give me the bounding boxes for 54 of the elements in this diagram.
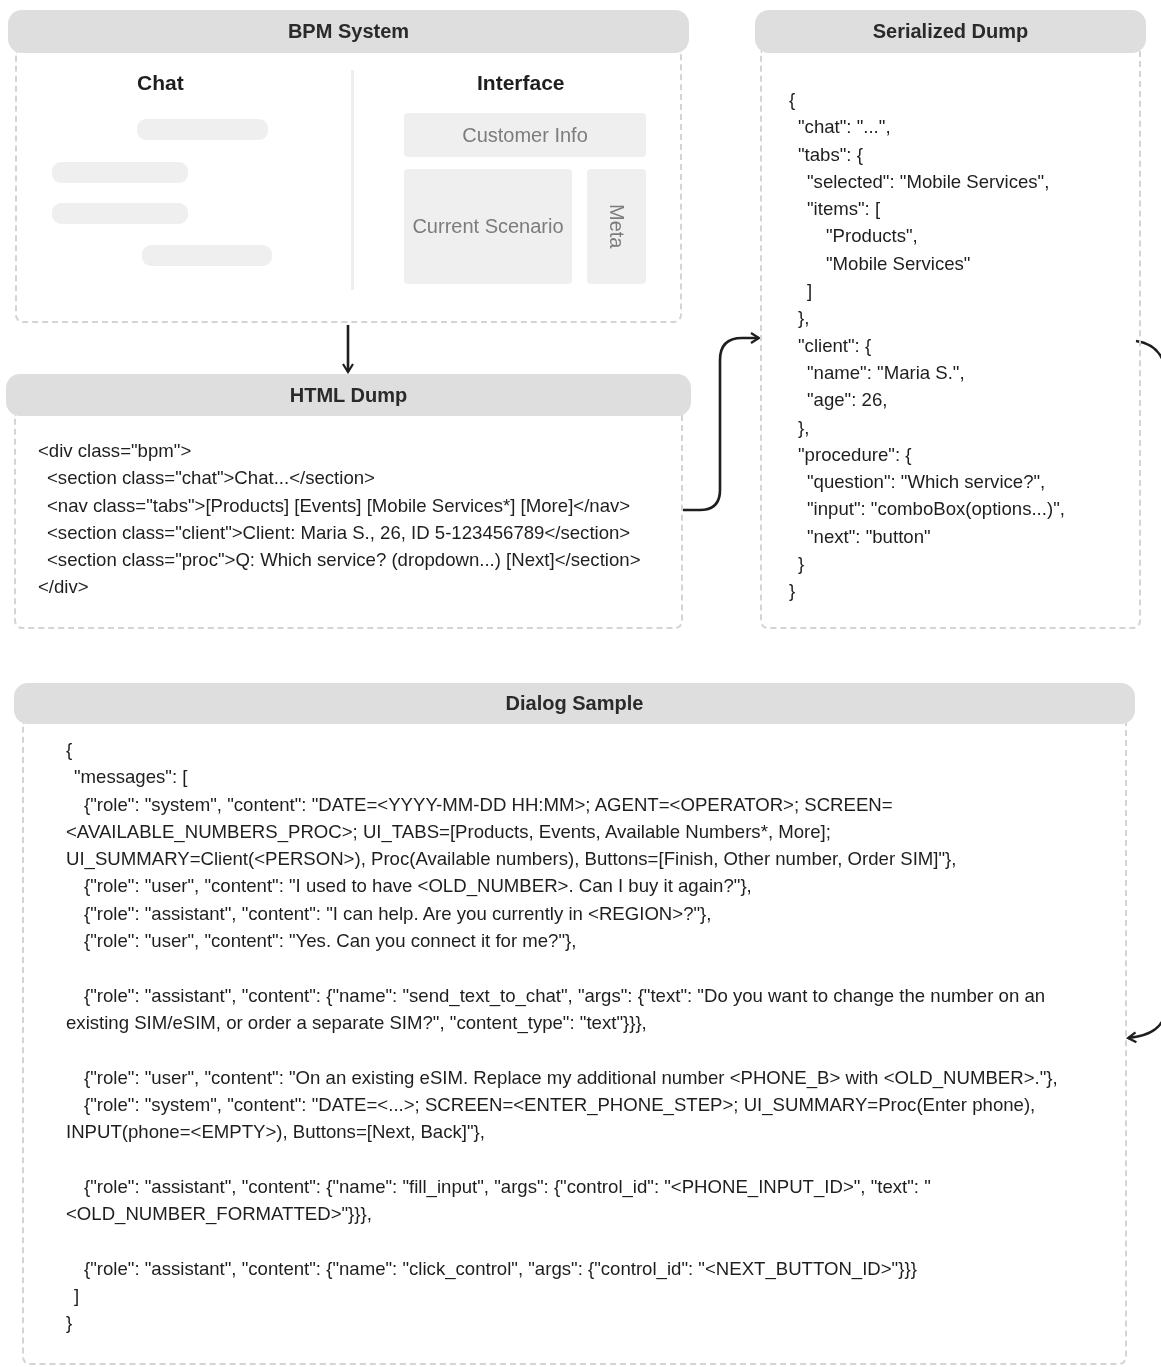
panel — [8, 10, 689, 323]
panel — [14, 683, 1135, 1365]
arrow — [683, 331, 761, 512]
code-line: <nav class="tabs">[Products] [Events] [Mobile Services*] [More]</nav> — [46, 493, 631, 518]
code-line: } — [797, 552, 805, 577]
code-line: <div class="bpm"> — [38, 439, 192, 463]
code-line: {"role": "system", "content": "DATE=<YYYY-MM-DD HH:MM>; AGENT=<OPERATOR>; SCREEN=<AVAILABLE_NUMBERS_PROC>; UI_TABS=[Products, Events, Available Numbers*, More]; UI_SUMMARY=Client(<PERSON>), Proc(Available numbers), Buttons=[Finish, Other number, Order SIM]"}, — [66, 792, 958, 872]
code-line: {"role": "user", "content": "On an existing eSIM. Replace my additional number <PHONE_B> with <OLD_NUMBER>."}, — [83, 1065, 1059, 1091]
code-line: "messages": [ — [73, 765, 189, 790]
code-line: }, — [797, 415, 810, 440]
panel-header: Dialog Sample — [14, 683, 1135, 724]
arrow — [341, 325, 355, 374]
column-heading: Interface — [477, 71, 565, 95]
column-heading: Chat — [137, 71, 184, 95]
interface-region: Customer Info — [404, 113, 646, 157]
code-line: "tabs": { — [797, 142, 863, 167]
code-line: "chat": "...", — [797, 115, 891, 140]
code-line: { — [789, 88, 796, 112]
code-line: ] — [73, 1283, 81, 1308]
code-line: <section class="client">Client: Maria S., 26, ID 5-123456789</section> — [46, 520, 631, 545]
code-line: {"role": "assistant", "content": {"name": "send_text_to_chat", "args": {"text": "Do you want to change the number on an existing SIM/eSIM, or order a separate SIM?", "content_type": "text"}}}, — [66, 983, 1047, 1036]
interface-region: Meta — [587, 169, 646, 284]
code-line: ] — [806, 279, 813, 304]
code-line: "question": "Which service?", — [806, 470, 1046, 495]
code-line: "items": [ — [806, 197, 881, 222]
code-line: {"role": "assistant", "content": "I can help. Are you currently in <REGION>?"}, — [83, 901, 713, 926]
code-line: {"role": "assistant", "content": {"name": "click_control", "args": {"control_id": "<NEXT_BUTTON_ID>"}}} — [83, 1256, 918, 1282]
interface-region: Current Scenario — [404, 169, 572, 284]
panel — [6, 374, 691, 629]
code-line: { — [66, 738, 74, 762]
code-line: <section class="proc">Q: Which service? (dropdown...) [Next]</section> — [46, 548, 641, 573]
code-line: } — [66, 1311, 74, 1336]
code-line: {"role": "user", "content": "Yes. Can you connect it for me?"}, — [83, 929, 578, 954]
code-line: {"role": "system", "content": "DATE=<...>; SCREEN=<ENTER_PHONE_STEP>; UI_SUMMARY=Proc(Enter phone), INPUT(phone=<EMPTY>), Buttons=[Next, Back]"}, — [66, 1092, 1037, 1145]
code-line: "client": { — [797, 333, 872, 358]
panel-header: Serialized Dump — [755, 10, 1146, 53]
code-line: "Products", — [825, 224, 918, 249]
code-line: "age": 26, — [806, 388, 888, 413]
panel-header: HTML Dump — [6, 374, 691, 416]
code-line: "next": "button" — [806, 524, 931, 549]
panel — [755, 10, 1146, 629]
code-line: "Mobile Services" — [825, 251, 971, 276]
code-line: </div> — [38, 575, 89, 600]
code-line: {"role": "user", "content": "I used to have <OLD_NUMBER>. Can I buy it again?"}, — [83, 874, 753, 899]
code-line: } — [789, 579, 796, 604]
code-line: "name": "Maria S.", — [806, 360, 965, 385]
code-line: <section class="chat">Chat...</section> — [46, 466, 375, 491]
code-line: {"role": "assistant", "content": {"name": "fill_input", "args": {"control_id": "<PHONE_INPUT_ID>", "text": "<OLD_NUMBER_FORMATTED>"}}}, — [66, 1174, 932, 1227]
panel-header: BPM System — [8, 10, 689, 53]
code-line: "selected": "Mobile Services", — [806, 169, 1050, 194]
arrow — [1126, 339, 1161, 1044]
code-line: "input": "comboBox(options...)", — [806, 497, 1065, 522]
code-line: "procedure": { — [797, 442, 912, 467]
code-line: }, — [797, 306, 810, 331]
